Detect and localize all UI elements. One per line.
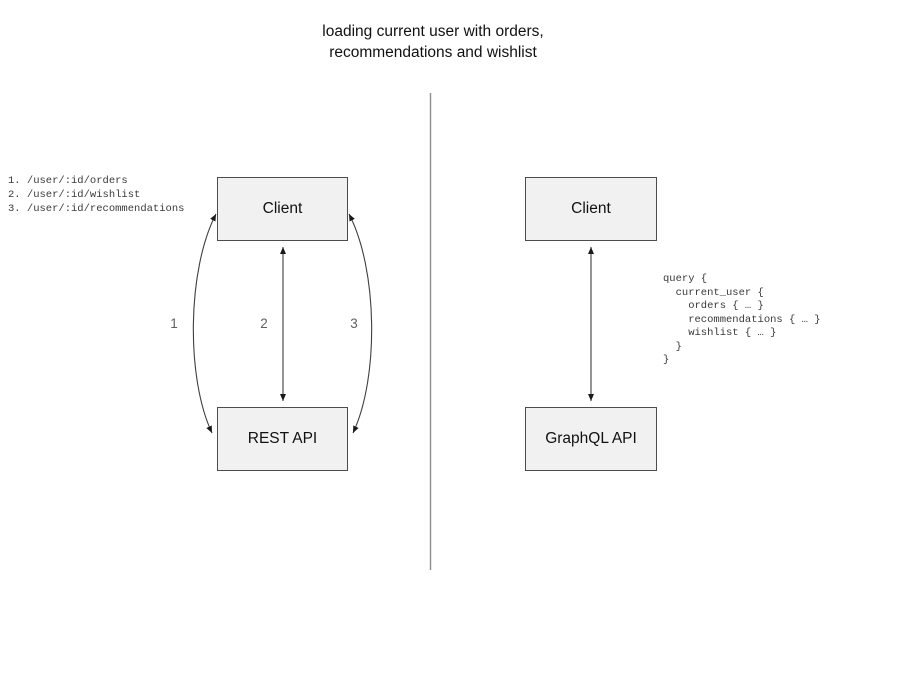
rest-arrow-2-label: 2 — [260, 316, 268, 331]
rest-arrow-3-label: 3 — [350, 316, 358, 331]
rest-api-label: REST API — [247, 430, 318, 447]
graphql-client-box: Client — [525, 177, 657, 241]
rest-client-label: Client — [262, 200, 303, 217]
graphql-query-code: query { current_user { orders { … } reco… — [663, 273, 821, 366]
diagram-title: loading current user with orders, recomm… — [322, 23, 544, 61]
graphql-client-label: Client — [571, 200, 611, 217]
rest-arrow-1-curve — [192, 213, 217, 434]
rest-client-box: Client — [217, 177, 348, 241]
graphql-api-box: GraphQL API — [525, 407, 657, 471]
graphql-api-label: GraphQL API — [545, 430, 637, 447]
rest-api-box: REST API — [217, 407, 348, 471]
rest-arrow-1-label: 1 — [170, 316, 178, 331]
rest-arrow-3-curve — [348, 213, 373, 434]
rest-endpoints-list: 1. /user/:id/orders 2. /user/:id/wishlis… — [8, 175, 185, 215]
